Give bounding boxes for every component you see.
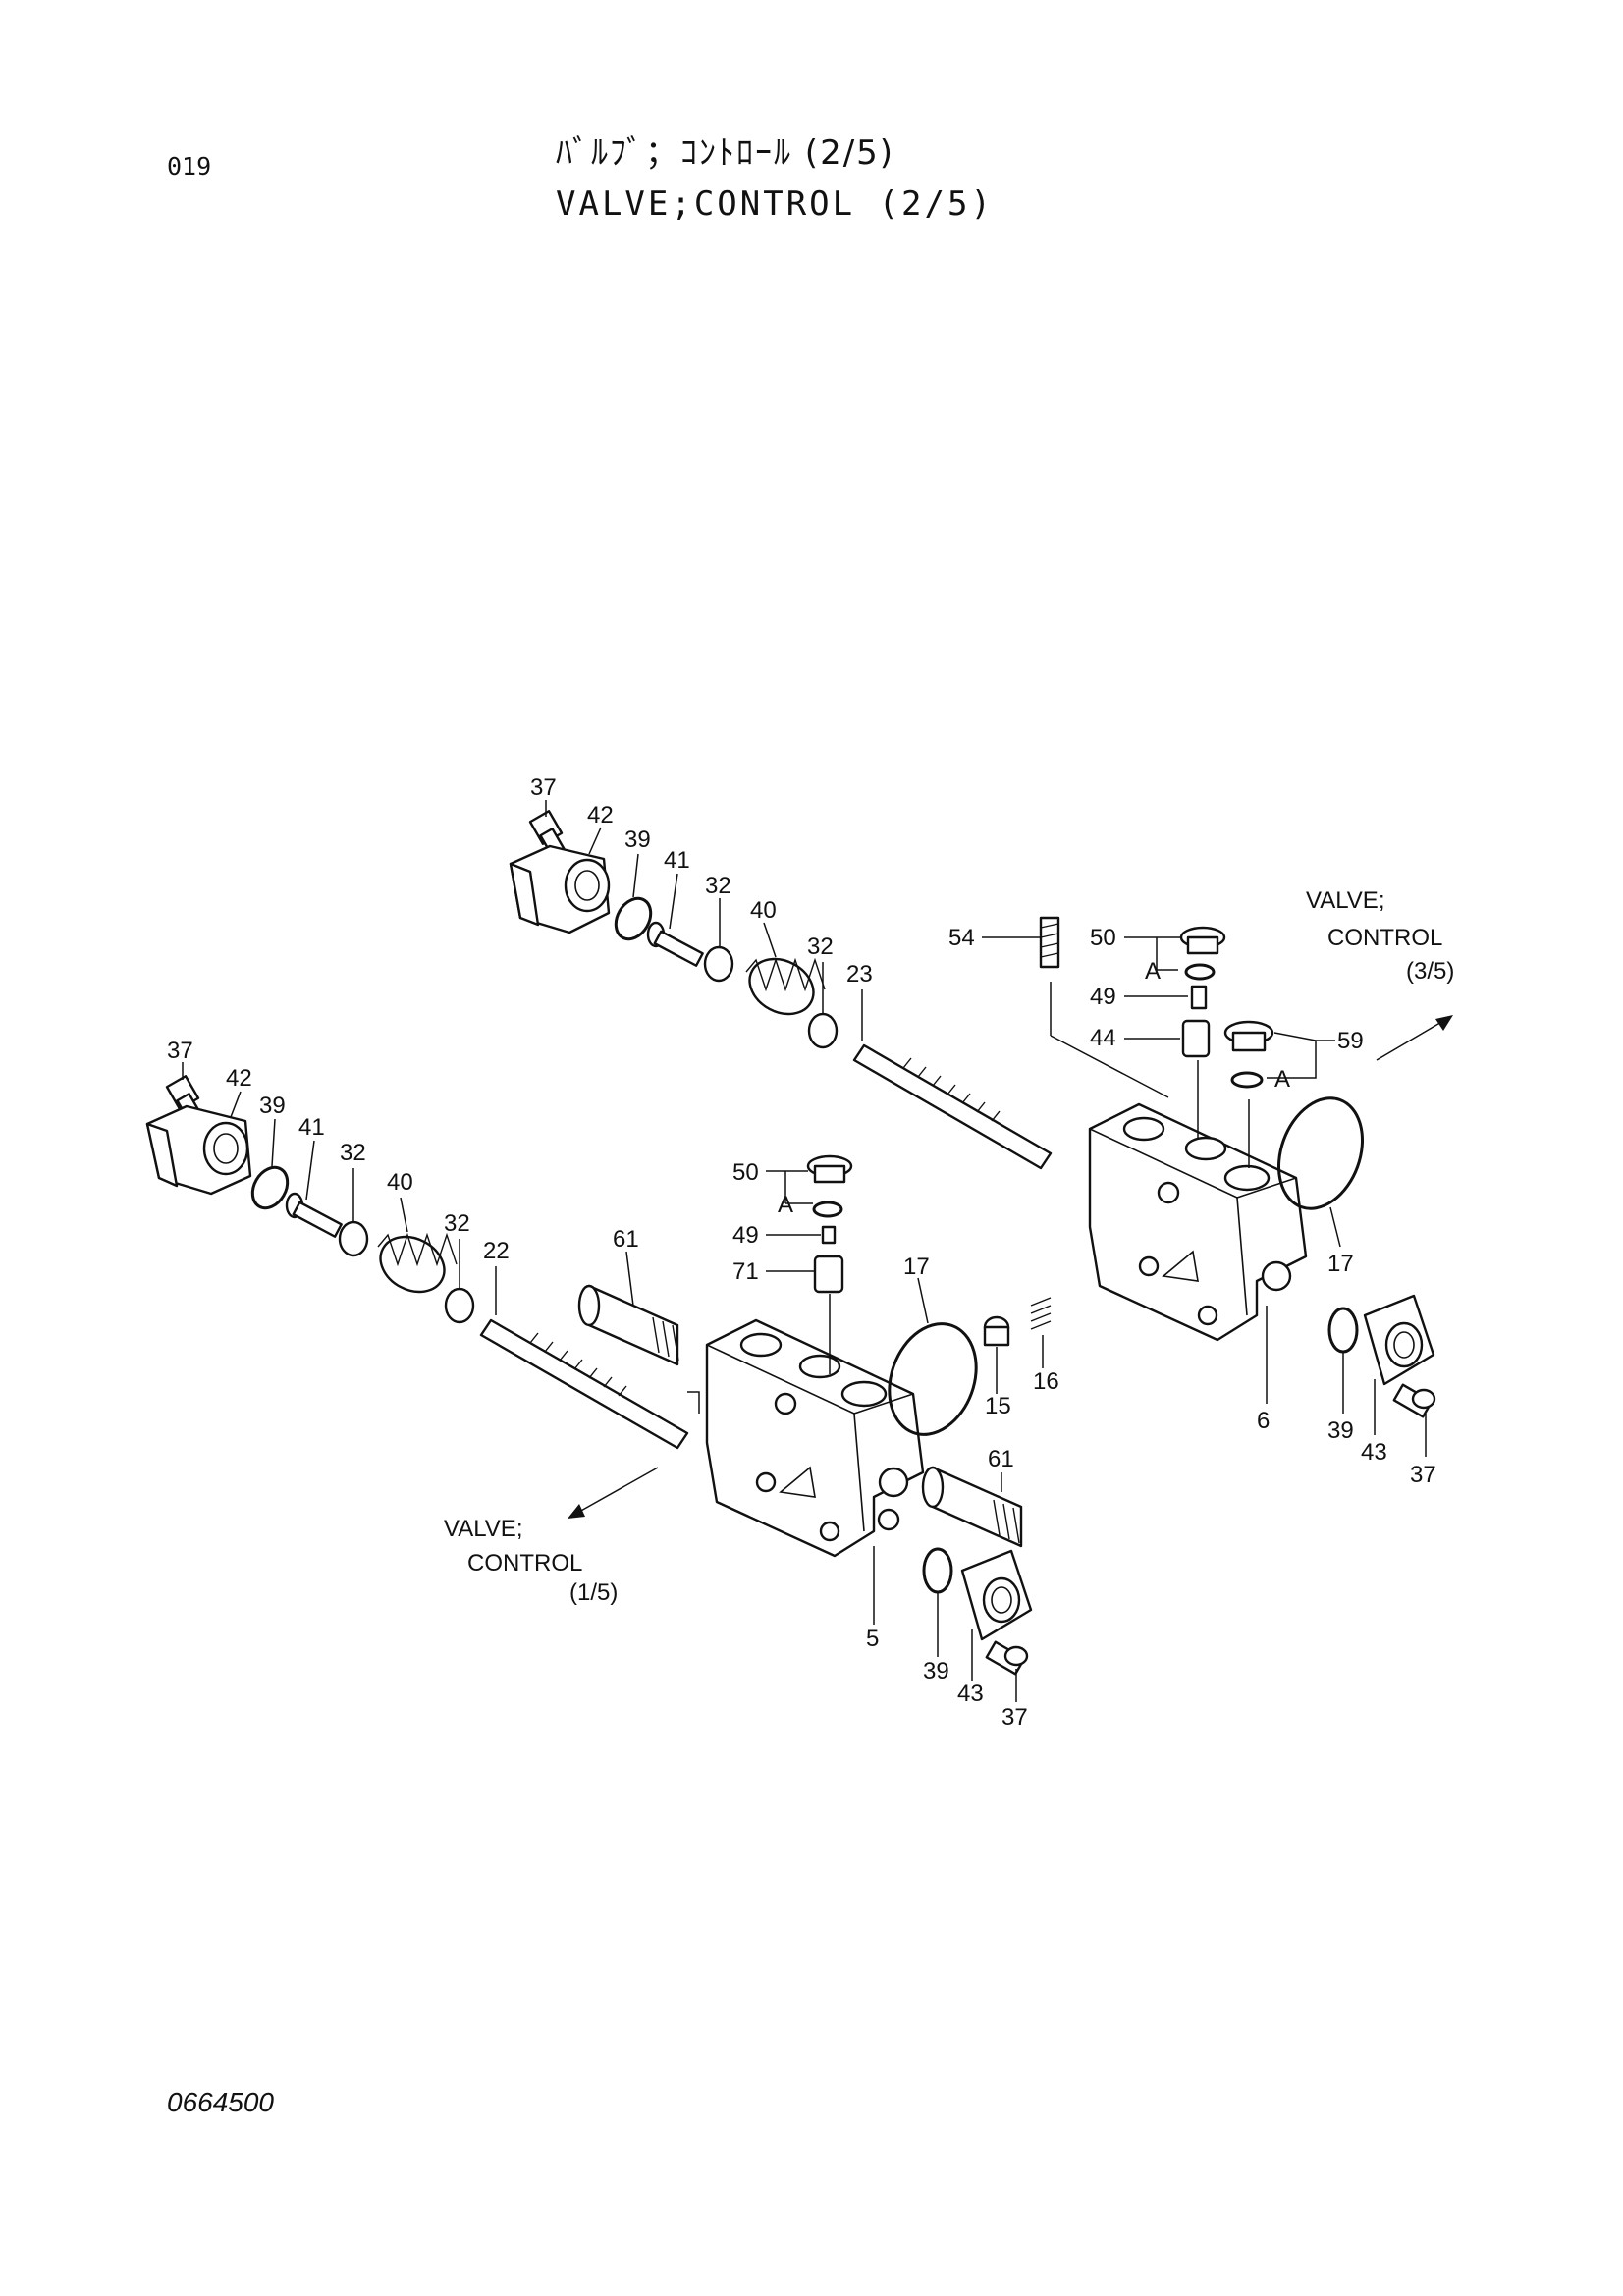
lower-spring-16 <box>1030 1297 1052 1330</box>
callout-lower-61-top: 61 <box>613 1226 639 1253</box>
callout-lower-37-port: 37 <box>1001 1704 1028 1731</box>
ref-prev-line2: CONTROL <box>467 1550 582 1576</box>
callout-upper-41: 41 <box>664 847 690 874</box>
callout-upper-40: 40 <box>750 897 777 924</box>
upper-bolt-37-port <box>1392 1383 1436 1418</box>
upper-spring-40 <box>745 957 826 1016</box>
lower-flange-43 <box>960 1549 1033 1641</box>
lower-oring-39 <box>250 1165 290 1210</box>
lower-cover-42 <box>145 1104 252 1196</box>
callout-upper-A1: A <box>1145 958 1161 985</box>
upper-seat-32-a <box>703 945 734 983</box>
title-english: VALVE;CONTROL (2/5) <box>556 185 994 224</box>
upper-flange-43 <box>1363 1294 1435 1386</box>
callout-upper-49: 49 <box>1090 984 1116 1010</box>
lower-relief-valve-61-top <box>577 1284 679 1366</box>
ref-next-line3: (3/5) <box>1406 958 1454 985</box>
upper-plug-50 <box>1179 926 1226 955</box>
callout-upper-50: 50 <box>1090 925 1116 951</box>
upper-seat-32-b <box>807 1012 839 1049</box>
lower-plug-15 <box>983 1315 1010 1347</box>
callout-upper-39: 39 <box>624 827 651 853</box>
callout-lower-61-side: 61 <box>988 1446 1014 1472</box>
callout-lower-15: 15 <box>985 1393 1011 1419</box>
callout-lower-40: 40 <box>387 1169 413 1196</box>
lower-bolt-37-port <box>985 1640 1029 1676</box>
page-number: 019 <box>167 152 212 181</box>
callout-upper-17: 17 <box>1327 1251 1354 1277</box>
callout-upper-6: 6 <box>1257 1408 1270 1434</box>
callout-lower-49: 49 <box>732 1222 759 1249</box>
callout-upper-32a: 32 <box>705 873 731 899</box>
callout-lower-A: A <box>778 1192 793 1218</box>
callout-lower-71: 71 <box>732 1258 759 1285</box>
callout-upper-37-top: 37 <box>530 774 557 801</box>
callout-lower-42: 42 <box>226 1065 252 1092</box>
upper-spool-23 <box>852 1043 1053 1170</box>
ref-next-line2: CONTROL <box>1327 925 1442 951</box>
upper-plug-54 <box>1039 916 1060 969</box>
callout-lower-39-port: 39 <box>923 1658 949 1684</box>
ref-prev-line3: (1/5) <box>569 1579 618 1606</box>
upper-spring-49 <box>1190 985 1208 1010</box>
callout-upper-54: 54 <box>948 925 975 951</box>
callout-upper-44: 44 <box>1090 1025 1116 1051</box>
callout-lower-43: 43 <box>957 1681 984 1707</box>
lower-valve-body-5 <box>705 1318 925 1558</box>
callout-lower-32a: 32 <box>340 1140 366 1166</box>
callout-lower-39: 39 <box>259 1093 286 1119</box>
upper-oring-A2 <box>1230 1071 1264 1089</box>
callout-lower-32b: 32 <box>444 1210 470 1237</box>
lower-poppet-71 <box>813 1255 844 1294</box>
lower-spring-49 <box>821 1225 837 1245</box>
callout-upper-43: 43 <box>1361 1439 1387 1466</box>
ref-next-line1: VALVE; <box>1306 887 1384 914</box>
drawing-number: 0664500 <box>167 2087 275 2117</box>
lower-port-oring-39 <box>922 1547 953 1594</box>
callout-upper-37-port: 37 <box>1410 1462 1436 1488</box>
lower-plug-50 <box>806 1154 853 1184</box>
lower-leader-lines <box>182 1062 1044 1702</box>
upper-cover-42 <box>509 844 611 934</box>
ref-prev-line1: VALVE; <box>444 1516 522 1542</box>
lower-valve-assembly: 37 42 39 41 32 40 32 22 61 50 A 49 71 17… <box>145 1038 1059 1731</box>
callout-lower-22: 22 <box>483 1238 510 1264</box>
lower-spool-22 <box>479 1318 689 1450</box>
upper-leader-lines <box>545 800 1453 1457</box>
callout-upper-23: 23 <box>846 961 873 988</box>
callout-upper-32b: 32 <box>807 934 834 960</box>
upper-oring-39 <box>614 896 653 941</box>
upper-port-oring-39 <box>1327 1307 1359 1354</box>
callout-lower-17: 17 <box>903 1254 930 1280</box>
upper-poppet-44 <box>1181 1019 1211 1058</box>
callout-lower-5: 5 <box>866 1626 879 1652</box>
callout-lower-37-top: 37 <box>167 1038 193 1064</box>
upper-valve-assembly: 37 42 39 41 32 40 32 23 54 50 A 49 44 59… <box>509 774 1454 1488</box>
lower-spring-40 <box>377 1232 458 1294</box>
lower-seat-32-a <box>338 1220 369 1257</box>
upper-plug-59 <box>1223 1020 1274 1052</box>
callout-upper-39-port: 39 <box>1327 1417 1354 1444</box>
lower-oring-A <box>812 1201 843 1218</box>
callout-upper-42: 42 <box>587 802 614 828</box>
callout-upper-59: 59 <box>1337 1028 1364 1054</box>
lower-seat-32-b <box>444 1287 475 1324</box>
upper-oring-17 <box>1276 1096 1365 1210</box>
lower-oring-17 <box>888 1322 978 1436</box>
upper-stopper-41 <box>646 921 704 967</box>
callout-lower-41: 41 <box>298 1114 325 1141</box>
callout-upper-A2: A <box>1274 1066 1290 1093</box>
callout-lower-50: 50 <box>732 1159 759 1186</box>
callout-lower-16: 16 <box>1033 1368 1059 1395</box>
upper-valve-body-6 <box>1088 1102 1308 1342</box>
lower-relief-valve-61-side <box>921 1466 1023 1548</box>
upper-oring-A1 <box>1184 963 1216 981</box>
lower-stopper-41 <box>285 1192 343 1238</box>
title-japanese: ﾊﾞﾙﾌﾞ；ｺﾝﾄﾛｰﾙ (2/5) <box>556 133 895 173</box>
